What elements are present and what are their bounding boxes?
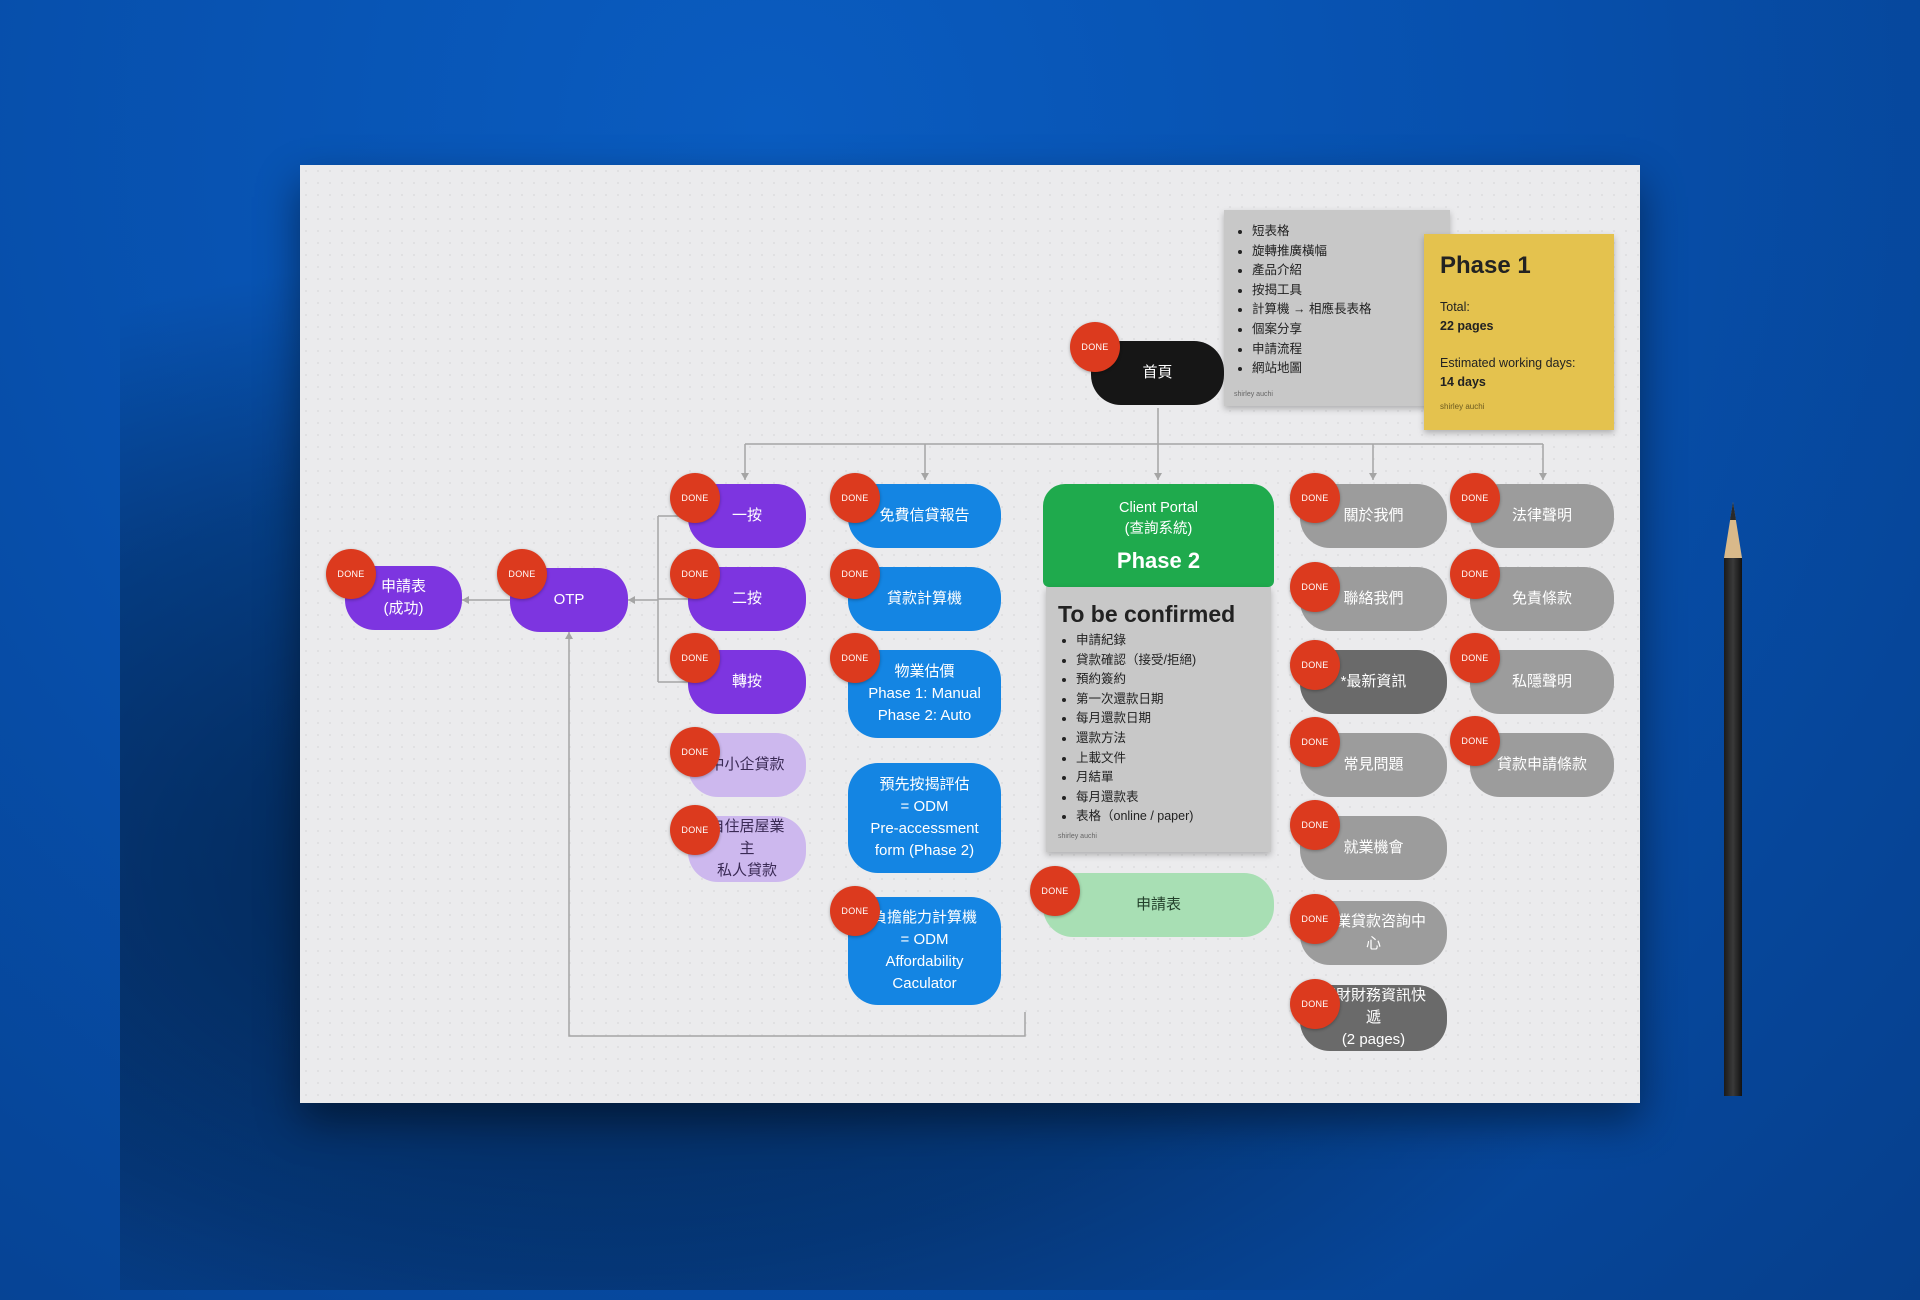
application-form-label: 申請表 (1135, 896, 1181, 913)
top-drop-lines (744, 444, 1544, 480)
done-badge: DONE (670, 805, 720, 855)
gray-col-label: 法律聲明 (1511, 507, 1572, 524)
home-features-note: 短表格 旋轉推廣橫幅 產品介紹 按揭工具 計算機 → 相應長表格 個案分享 申請… (1224, 210, 1450, 406)
done-badge: DONE (830, 549, 880, 599)
pencil-image (1724, 502, 1742, 1096)
blue-col-label: 貸款計算機 (886, 590, 962, 607)
note-author: shirley auchi (1234, 391, 1273, 398)
done-badge: DONE (830, 633, 880, 683)
pre-assessment-node: 預先按揭評估 = ODM Pre-accessment form (Phase … (848, 763, 1001, 873)
phase1-days-label: Estimated working days: (1440, 356, 1576, 370)
note-item: 上載文件 (1076, 749, 1261, 769)
purple-col-label: 中小企貸款 (709, 756, 785, 773)
gray-col-label: 私隱聲明 (1511, 673, 1572, 690)
purple-col-label: 轉按 (731, 673, 762, 690)
done-badge: DONE (1450, 633, 1500, 683)
note-item: 每月還款日期 (1076, 709, 1261, 729)
done-badge: DONE (326, 549, 376, 599)
done-badge: DONE (1030, 866, 1080, 916)
gray-col-label: 聯絡我們 (1343, 590, 1404, 607)
done-badge: DONE (1070, 322, 1120, 372)
application-form-node: 申請表 (1043, 873, 1274, 937)
done-badge: DONE (1290, 717, 1340, 767)
otp-label: OTP (553, 591, 585, 608)
done-badge: DONE (670, 727, 720, 777)
done-badge: DONE (1450, 473, 1500, 523)
note-item: 計算機 → 相應長表格 (1252, 300, 1440, 320)
note-item: 產品介紹 (1252, 261, 1440, 281)
gray-col-label: 就業機會 (1343, 839, 1404, 856)
phase1-days-value: 14 days (1440, 375, 1486, 389)
phase1-title: Phase 1 (1440, 252, 1531, 279)
done-badge: DONE (1290, 562, 1340, 612)
purple-col-label: 一按 (731, 507, 762, 524)
transfer-mortgage-node: 轉按 (688, 650, 806, 714)
home-label: 首頁 (1142, 364, 1173, 381)
client-portal-phase: Phase 2 (1116, 547, 1201, 573)
note-item: 還款方法 (1076, 729, 1261, 749)
note-item: 網站地圖 (1252, 359, 1440, 379)
blue-col-label: 負擔能力計算機 = ODM Affordability Caculator (871, 909, 977, 992)
note-item: 第一次還款日期 (1076, 690, 1261, 710)
done-badge: DONE (830, 473, 880, 523)
done-badge: DONE (1290, 894, 1340, 944)
blue-col-label: 預先按揭評估 = ODM Pre-accessment form (Phase … (870, 776, 979, 859)
purple-col-label: 自住居屋業主 私人貸款 (709, 818, 785, 879)
gray-col-label: 免責條款 (1511, 590, 1572, 607)
done-badge: DONE (670, 549, 720, 599)
tbc-note: To be confirmed 申請紀錄 貸款確認（接受/拒絕) 預約簽約 第一… (1046, 587, 1271, 852)
gray-col-label: 常見問題 (1343, 756, 1404, 773)
note-item: 短表格 (1252, 222, 1440, 242)
gray-col-label: 理財財務資訊快遞 (2 pages) (1320, 987, 1426, 1048)
done-badge: DONE (830, 886, 880, 936)
gray-col-label: 關於我們 (1343, 507, 1404, 524)
note-item: 個案分享 (1252, 320, 1440, 340)
note-author: shirley auchi (1058, 833, 1097, 840)
gray-col-label: 專業貸款咨詢中心 (1320, 913, 1426, 952)
done-badge: DONE (1290, 800, 1340, 850)
done-badge: DONE (1450, 716, 1500, 766)
done-badge: DONE (1290, 473, 1340, 523)
note-item: 預約簽約 (1076, 670, 1261, 690)
blue-col-label: 物業估價 Phase 1: Manual Phase 2: Auto (868, 663, 981, 724)
done-badge: DONE (497, 549, 547, 599)
note-item: 申請流程 (1252, 340, 1440, 360)
done-badge: DONE (670, 633, 720, 683)
feedback-loop-line (568, 632, 1026, 1037)
gray-col-label: 貸款申請條款 (1496, 756, 1587, 773)
phase1-total-value: 22 pages (1440, 319, 1494, 333)
note-item: 貸款確認（接受/拒絕) (1076, 651, 1261, 671)
note-item: 按揭工具 (1252, 281, 1440, 301)
phase1-author: shirley auchi (1440, 402, 1485, 411)
tbc-title: To be confirmed (1058, 601, 1236, 627)
note-item: 每月還款表 (1076, 788, 1261, 808)
note-item: 表格（online / paper) (1076, 807, 1261, 827)
disclaimer-node: 免責條款 (1470, 567, 1614, 631)
note-item: 旋轉推廣橫幅 (1252, 242, 1440, 262)
gray-col-label: *最新資訊 (1340, 673, 1407, 690)
phase1-total-label: Total: (1440, 300, 1470, 314)
phase1-note: Phase 1 Total: 22 pages Estimated workin… (1424, 234, 1614, 430)
done-badge: DONE (1290, 979, 1340, 1029)
done-badge: DONE (670, 473, 720, 523)
application-success-label: 申請表 (成功) (380, 578, 426, 617)
note-item: 申請紀錄 (1076, 631, 1261, 651)
blue-col-label: 免費信貸報告 (879, 507, 970, 524)
done-badge: DONE (1450, 549, 1500, 599)
done-badge: DONE (1290, 640, 1340, 690)
note-item: 月結單 (1076, 768, 1261, 788)
client-portal-node: Client Portal (查詢系統) Phase 2 (1043, 484, 1274, 587)
purple-col-label: 二按 (731, 590, 762, 607)
client-portal-title: Client Portal (查詢系統) (1119, 499, 1198, 537)
otp-branch-lines (628, 515, 688, 683)
